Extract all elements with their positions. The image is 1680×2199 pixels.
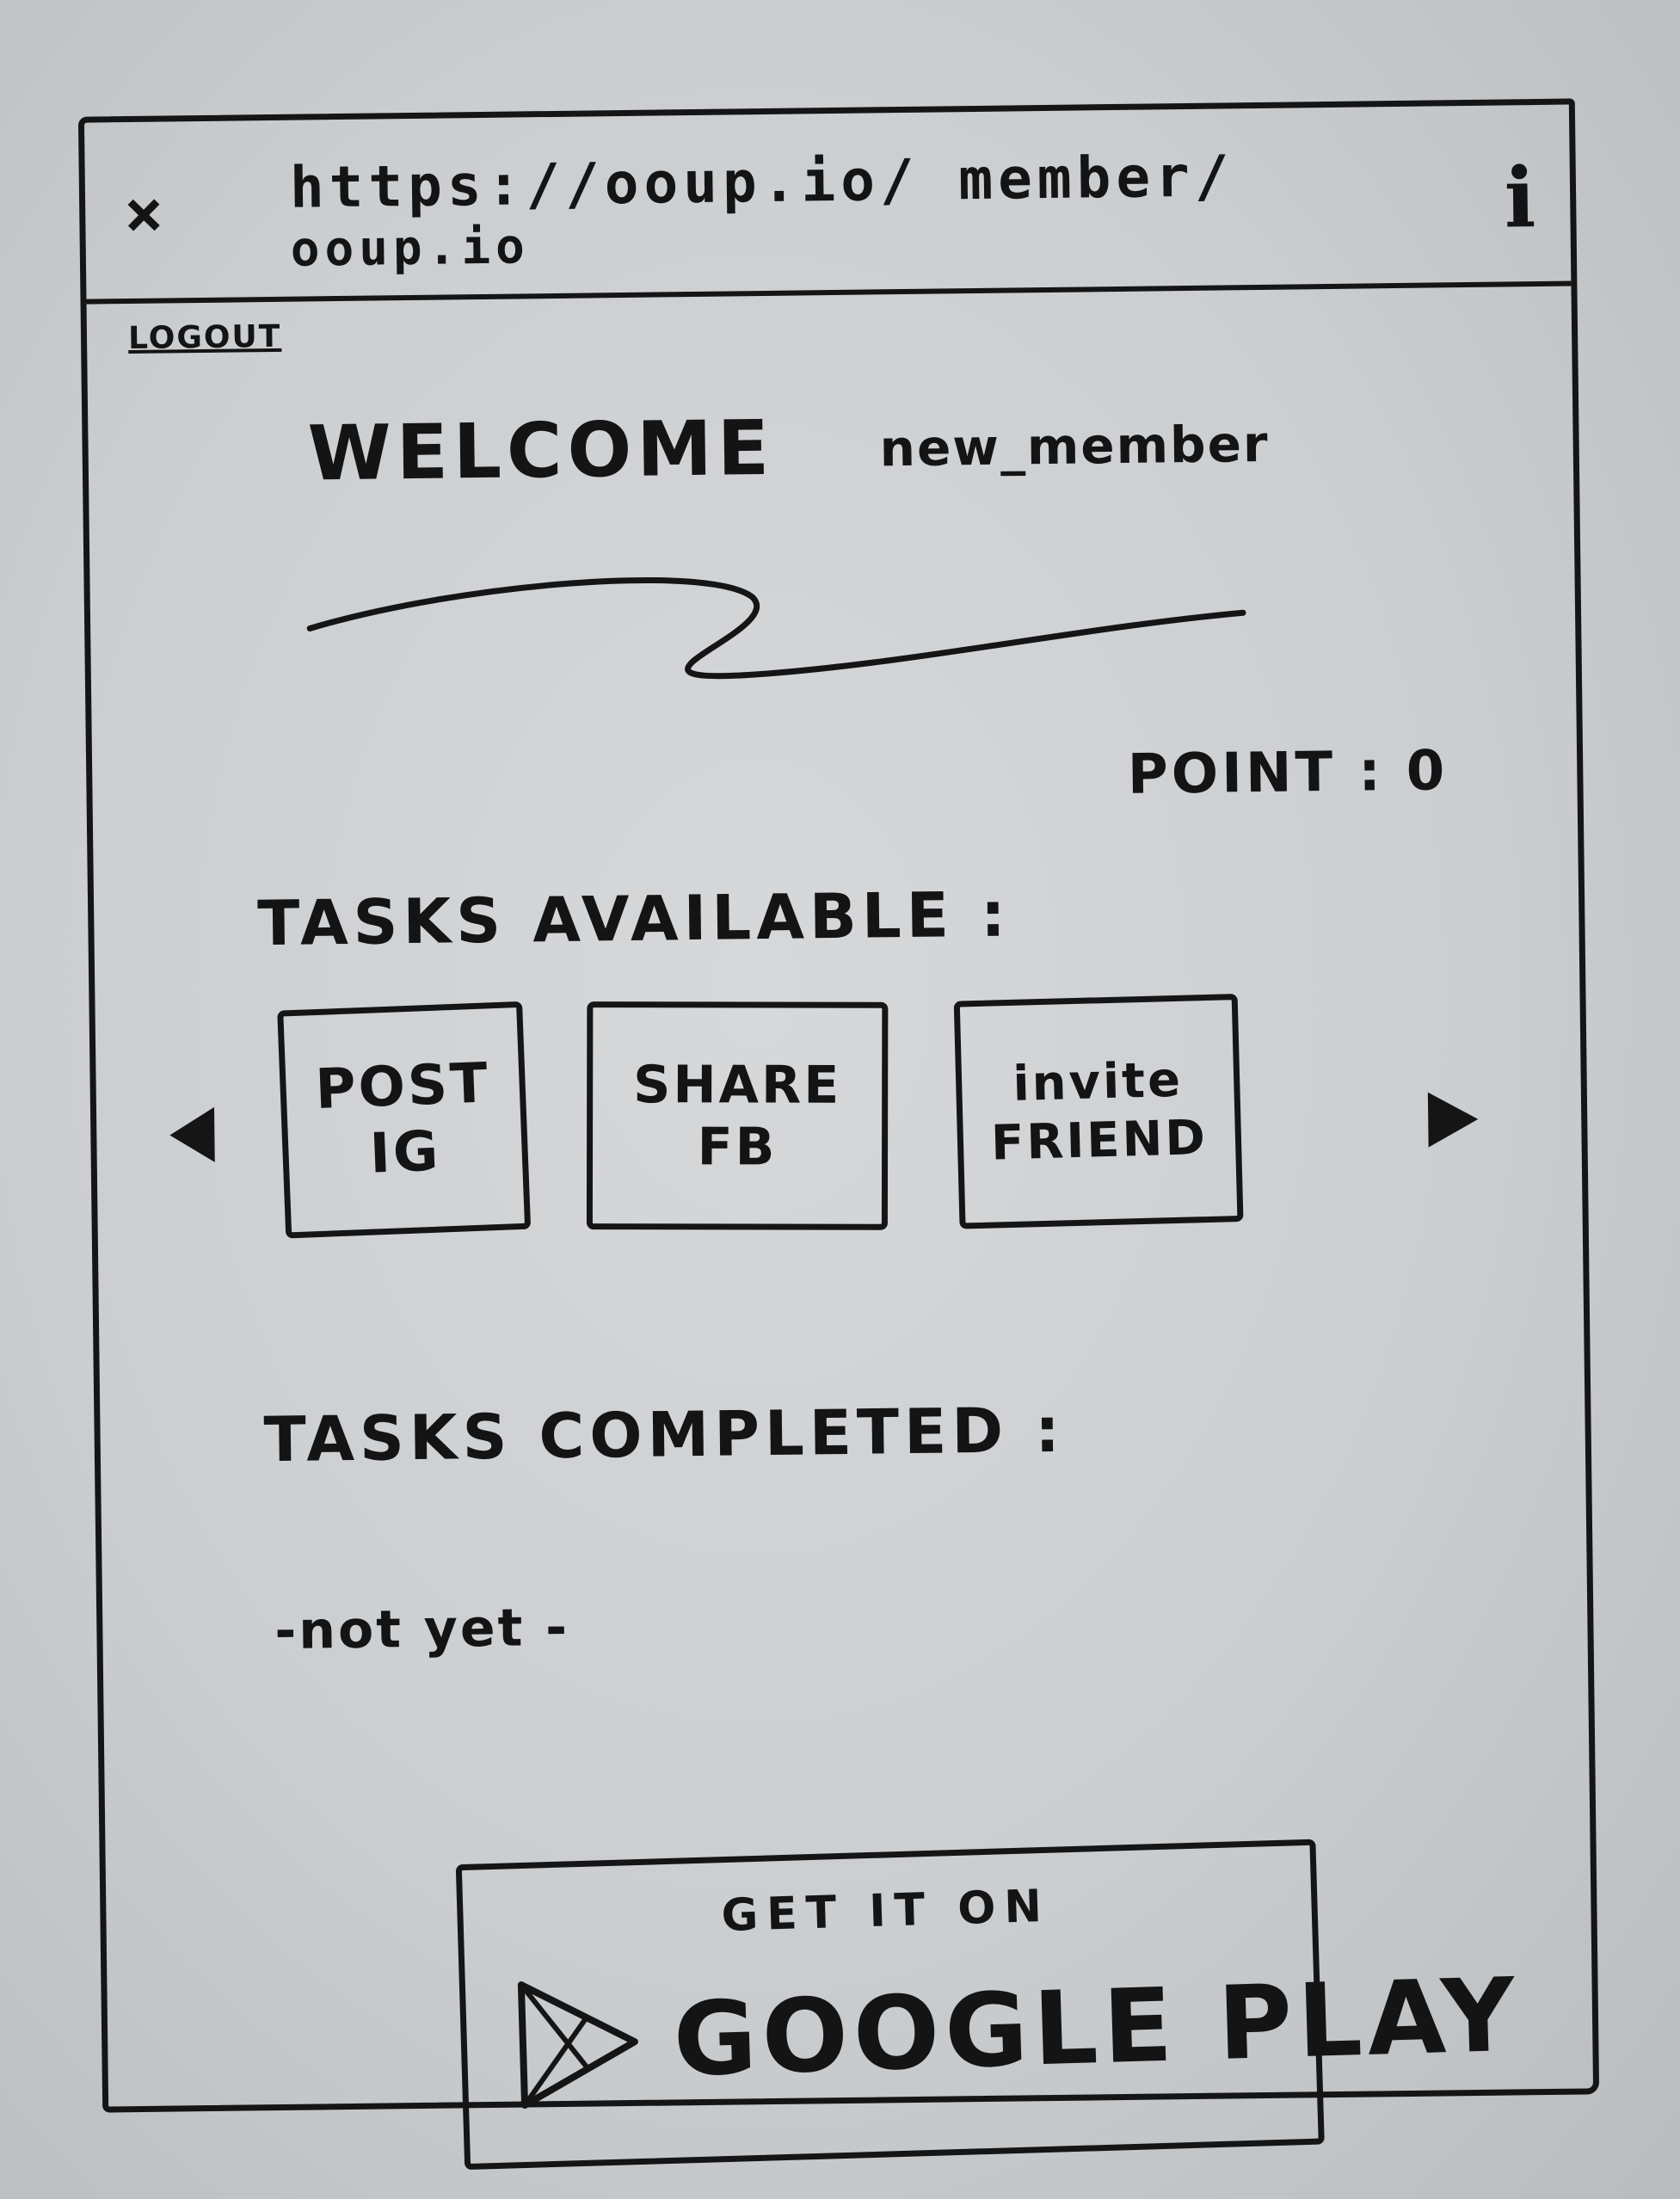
decorative-divider xyxy=(306,576,1246,680)
task-card-line2: FRIEND xyxy=(990,1109,1209,1172)
google-play-icon xyxy=(517,1981,638,2109)
site-domain: ooup.io xyxy=(290,219,531,278)
tasks-completed-heading: TASKS COMPLETED : xyxy=(263,1393,1066,1476)
info-icon[interactable]: i xyxy=(1504,149,1536,247)
task-card-line1: invite xyxy=(1012,1052,1184,1113)
task-card-post-ig[interactable]: POST IG xyxy=(277,1001,532,1239)
welcome-heading: WELCOME xyxy=(307,403,775,498)
browser-url-bar: × https://ooup.io/ member/ ooup.io i xyxy=(83,104,1572,305)
tasks-completed-empty: -not yet - xyxy=(274,1597,570,1662)
close-icon[interactable]: × xyxy=(123,174,164,252)
url-text[interactable]: https://ooup.io/ member/ xyxy=(289,143,1234,221)
task-card-invite-friend[interactable]: invite FRIEND xyxy=(953,994,1244,1229)
task-card-line1: POST xyxy=(314,1051,492,1122)
points-separator: : xyxy=(1357,740,1385,804)
phone-frame: × https://ooup.io/ member/ ooup.io i LOG… xyxy=(77,98,1600,2171)
points-display: POINT:0 xyxy=(1127,739,1448,807)
logout-link[interactable]: LOGOUT xyxy=(127,318,282,357)
points-label: POINT xyxy=(1127,740,1337,807)
tasks-available-heading: TASKS AVAILABLE : xyxy=(256,878,1012,960)
username: new_member xyxy=(879,414,1270,478)
store-button-small-text: GET IT ON xyxy=(720,1880,1051,1943)
store-button-big-text: GOOGLE PLAY xyxy=(671,1955,1522,2099)
task-card-line2: IG xyxy=(368,1119,442,1186)
task-card-share-fb[interactable]: SHARE FB xyxy=(586,1001,889,1230)
points-value: 0 xyxy=(1406,739,1449,804)
carousel-prev-arrow-icon[interactable] xyxy=(169,1106,215,1163)
task-card-line1: SHARE xyxy=(633,1054,842,1116)
carousel-next-arrow-icon[interactable] xyxy=(1427,1091,1479,1148)
task-card-line2: FB xyxy=(697,1116,778,1178)
page-content: LOGOUT WELCOME new_member POINT:0 TASKS … xyxy=(87,286,1593,2171)
google-play-button[interactable]: GET IT ON GOOGLE PLAY xyxy=(455,1839,1522,2171)
